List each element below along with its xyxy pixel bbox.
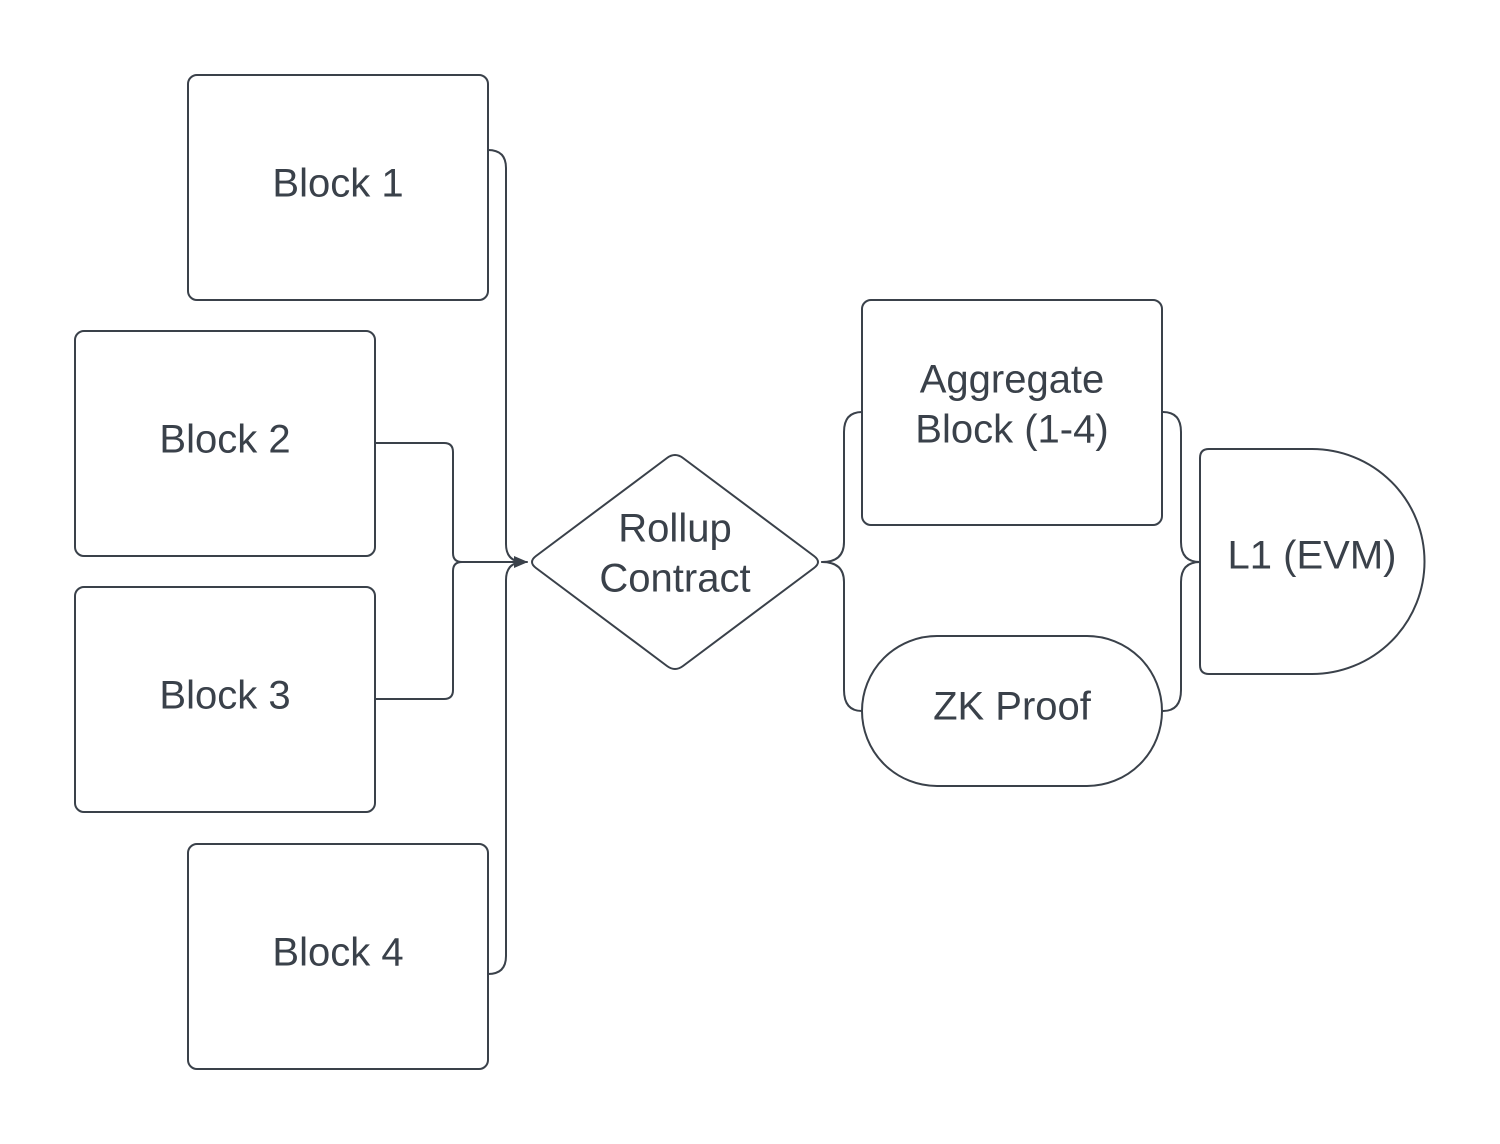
l1-evm-node[interactable]: L1 (EVM): [1199, 448, 1426, 675]
aggregate-block-node[interactable]: Aggregate Block (1-4): [861, 299, 1163, 526]
block-1-label: Block 1: [272, 162, 403, 206]
block-2-node[interactable]: Block 2: [74, 330, 376, 557]
zk-proof-label: ZK Proof: [933, 685, 1092, 729]
rollup-contract-node[interactable]: Rollup Contract: [531, 454, 819, 670]
connector-aggregate-l1: [1162, 411, 1201, 563]
block-4-node[interactable]: Block 4: [187, 843, 489, 1070]
connector-block1-rollup: [487, 149, 525, 563]
block-1-node[interactable]: Block 1: [187, 74, 489, 301]
zk-proof-node[interactable]: ZK Proof: [861, 635, 1163, 787]
rollup-connectors: [821, 411, 863, 712]
connector-zkproof-l1: [1162, 561, 1201, 712]
connector-block4-rollup: [487, 561, 525, 975]
connector-rollup-zkproof: [821, 561, 863, 712]
block-4-label: Block 4: [272, 931, 403, 975]
connector-block2-rollup: [375, 442, 463, 563]
rollup-contract-label-line2: Contract: [599, 557, 750, 601]
aggregate-block-label-line2: Block (1-4): [915, 408, 1108, 452]
l1-connectors: [1162, 411, 1201, 712]
block-3-label: Block 3: [159, 674, 290, 718]
block-connectors: [375, 149, 528, 975]
rollup-contract-label-line1: Rollup: [618, 507, 731, 551]
block-3-node[interactable]: Block 3: [74, 586, 376, 813]
connector-rollup-aggregate: [821, 411, 863, 563]
l1-evm-label: L1 (EVM): [1228, 534, 1397, 578]
block-2-label: Block 2: [159, 418, 290, 462]
aggregate-block-label-line1: Aggregate: [920, 358, 1105, 402]
connector-block3-rollup: [375, 561, 463, 700]
